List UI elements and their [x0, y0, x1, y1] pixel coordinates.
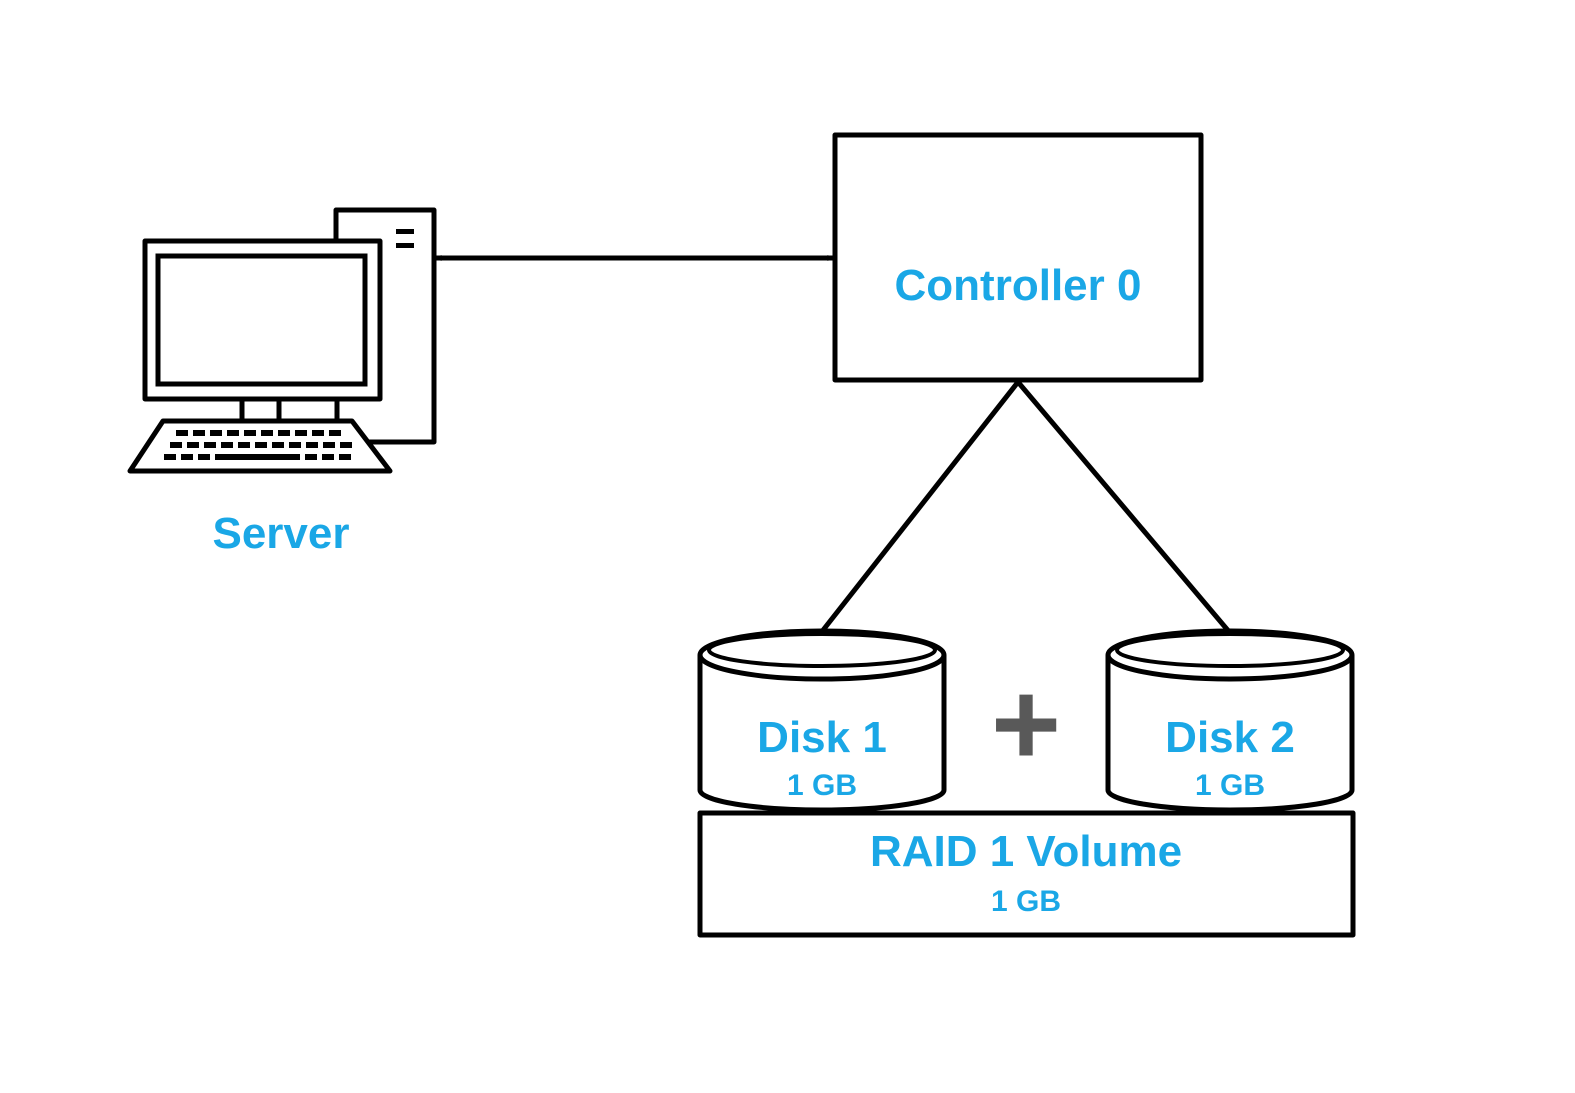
controller-disk1-link — [818, 380, 1020, 636]
controller-box — [832, 132, 1204, 383]
tower-slot-2 — [396, 243, 414, 248]
controller-label: Controller 0 — [895, 261, 1142, 310]
disk-2-top-outer — [1105, 628, 1355, 682]
disk-1-size: 1 GB — [787, 769, 857, 802]
tower-slot-1 — [396, 229, 414, 234]
plus-icon: + — [991, 657, 1061, 791]
keyboard-keys — [164, 430, 352, 460]
disk-2-size: 1 GB — [1195, 769, 1265, 802]
disk-2-body — [1105, 655, 1355, 813]
disk-2: Disk 2 1 GB — [1105, 628, 1355, 813]
disk-2-top-inner — [1115, 632, 1345, 668]
disk-1-label: Disk 1 — [757, 713, 887, 762]
raid-volume-label: RAID 1 Volume — [870, 827, 1182, 876]
disk-1-top-outer — [697, 628, 947, 682]
raid-volume-box — [697, 810, 1356, 938]
server-icon — [127, 207, 437, 474]
disk-2-label: Disk 2 — [1165, 713, 1295, 762]
disk-1: Disk 1 1 GB — [697, 628, 947, 813]
server-label: Server — [212, 509, 349, 558]
controller-disk2-link — [1016, 380, 1233, 636]
disk-1-body — [697, 655, 947, 813]
raid-volume-size: 1 GB — [991, 885, 1061, 918]
disk-1-top-inner — [707, 632, 937, 668]
monitor-screen — [155, 253, 368, 387]
monitor-stand — [239, 396, 340, 424]
